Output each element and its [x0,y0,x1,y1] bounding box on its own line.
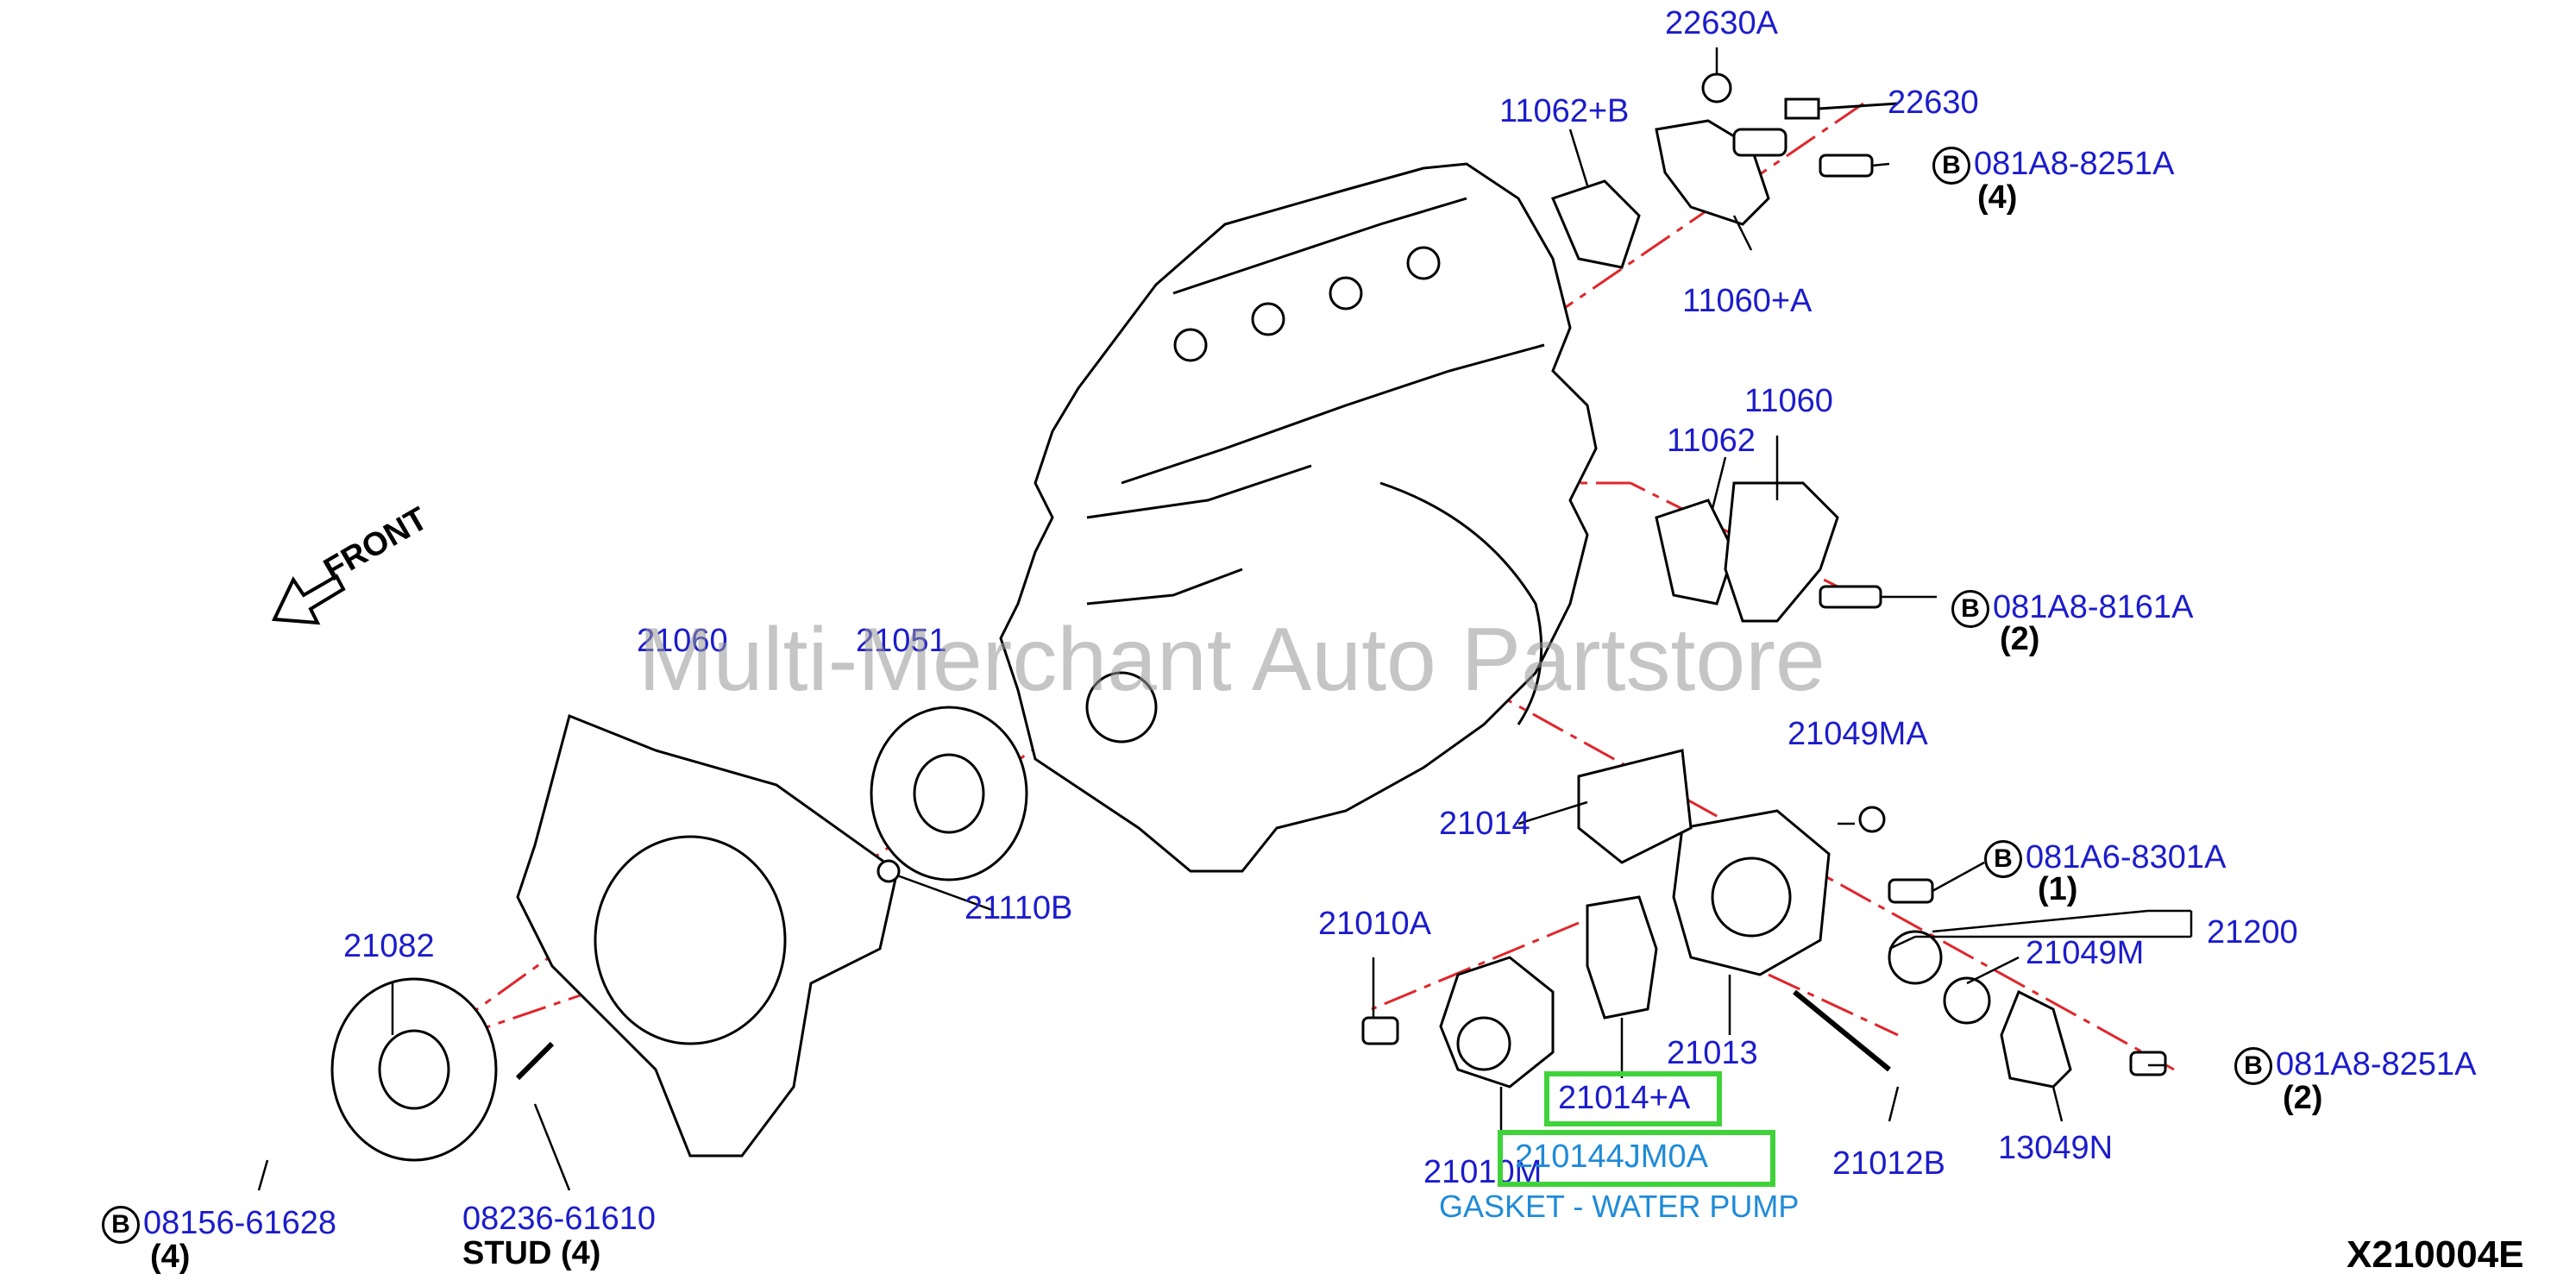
highlighted-part-number[interactable]: 210144JM0A [1515,1139,1708,1175]
stud-qty-label: STUD (4) [462,1235,601,1271]
part-11062: 11062 [1667,423,1756,459]
highlight-box-secondary[interactable] [1498,1130,1775,1187]
part-21049M: 21049M [2026,935,2145,971]
qty-4-bottom: (4) [150,1239,191,1275]
part-11060: 11060 [1744,383,1833,419]
part-22630A: 22630A [1665,5,1779,41]
diagram-code: X210004E [2347,1233,2524,1276]
bolt-b-icon: B [102,1206,140,1244]
qty-2-bottom: (2) [2283,1080,2323,1116]
part-21200: 21200 [2207,914,2298,951]
watermark: Multi-Merchant Auto Partstore [638,610,1825,710]
part-21014: 21014 [1439,806,1530,842]
bolt-b-icon: B [1932,147,1970,185]
part-21060: 21060 [637,623,728,659]
qty-2-mid: (2) [2000,621,2040,657]
highlighted-part-21014-a[interactable]: 21014+A [1558,1080,1691,1116]
front-arrow-icon [271,574,346,625]
part-21051: 21051 [856,623,947,659]
qty-4-top: (4) [1977,179,2018,216]
qty-1: (1) [2038,871,2078,907]
bolt-b-icon: B [2234,1047,2272,1085]
part-11062-b: 11062+B [1499,93,1630,129]
water-outlet-mid [1655,481,1882,623]
highlight-box-primary[interactable] [1544,1071,1722,1126]
bolt-b-icon: B [1951,590,1989,628]
bolt-label: 08156-61628 [143,1205,336,1242]
engine-block [999,162,1598,873]
part-21082: 21082 [343,928,435,964]
part-21012B: 21012B [1832,1145,1946,1182]
cooling-fan [330,706,1028,1162]
part-13049N: 13049N [1998,1130,2114,1166]
bolt-b-icon: B [1984,840,2022,878]
part-description: GASKET - WATER PUMP [1439,1189,1800,1224]
bolt-label: 081A8-8251A [1974,146,2175,183]
thermostat-housing-upper [1550,72,1899,269]
part-21110B: 21110B [964,890,1073,926]
bolt-label: 081A6-8301A [2026,839,2227,876]
part-11060-a: 11060+A [1682,283,1813,319]
part-22630: 22630 [1888,85,1979,121]
part-21010A: 21010A [1318,906,1432,942]
part-21049MA: 21049MA [1787,716,1928,752]
water-pump-group [515,749,2167,1089]
bolt-label: 081A8-8161A [1993,589,2194,626]
part-08236-61610: 08236-61610 [462,1201,656,1237]
bolt-label: 081A8-8251A [2276,1046,2477,1083]
part-21013: 21013 [1667,1035,1758,1071]
